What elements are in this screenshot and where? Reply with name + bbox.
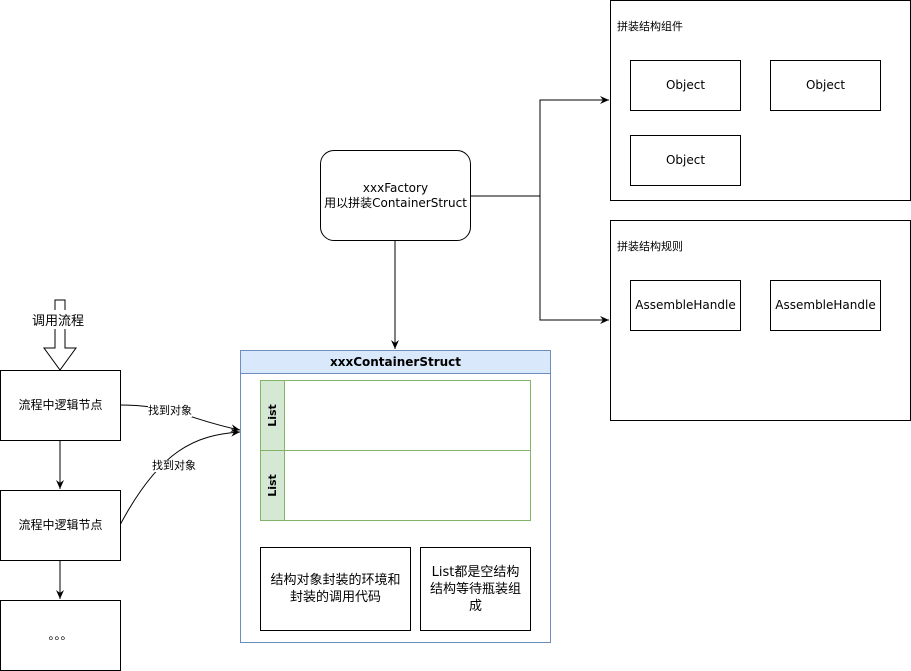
factory-name: xxxFactory [362, 180, 429, 195]
list-row-2-tab: List [261, 451, 285, 520]
environment-note-text: 结构对象封装的环境和封装的调用代码 [270, 573, 401, 605]
assemble-handle-box-1-label: AssembleHandle [635, 298, 736, 312]
edge-factory-components [470, 96, 609, 197]
edge-node2-container [119, 428, 241, 526]
object-box-3-label: Object [665, 153, 706, 167]
flow-node-3-label: 。。。 [48, 628, 73, 642]
assemble-handle-box-2-label: AssembleHandle [775, 298, 876, 312]
empty-list-note-text: List都是空结构结构等待瓶装组成 [429, 564, 521, 614]
object-box-2-label: Object [805, 78, 846, 92]
rules-frame-title: 拼装结构规则 [617, 240, 683, 253]
factory-description: 用以拼装ContainerStruct [324, 195, 467, 210]
edge-label-find-object-2: 找到对象 [152, 459, 196, 472]
edge-factory-rules [539, 196, 609, 324]
assemble-handle-box-1[interactable]: AssembleHandle [630, 280, 741, 331]
object-box-1-label: Object [665, 78, 706, 92]
flow-node-2-label: 流程中逻辑节点 [18, 518, 103, 532]
object-box-3[interactable]: Object [630, 135, 741, 186]
object-box-2[interactable]: Object [770, 60, 881, 111]
edge-label-find-object-1: 找到对象 [148, 404, 192, 417]
components-frame-title: 拼装结构组件 [617, 20, 683, 33]
environment-note-box[interactable]: 结构对象封装的环境和封装的调用代码 [260, 547, 411, 631]
list-row-1-label: List [266, 404, 279, 427]
flow-node-3[interactable]: 。。。 [0, 600, 121, 671]
flow-node-1[interactable]: 流程中逻辑节点 [0, 370, 121, 441]
empty-list-note-box[interactable]: List都是空结构结构等待瓶装组成 [420, 547, 531, 631]
factory-box[interactable]: xxxFactory 用以拼装ContainerStruct [320, 150, 471, 241]
container-struct-header: xxxContainerStruct [241, 351, 550, 374]
container-struct-title: xxxContainerStruct [329, 355, 462, 369]
flow-node-2[interactable]: 流程中逻辑节点 [0, 490, 121, 561]
start-label: 调用流程 [32, 310, 85, 329]
assemble-handle-box-2[interactable]: AssembleHandle [770, 280, 881, 331]
flow-node-1-label: 流程中逻辑节点 [18, 398, 103, 412]
start-hollow-arrow [43, 299, 77, 371]
list-row-1-tab: List [261, 381, 285, 450]
list-row-2-label: List [266, 474, 279, 497]
list-row-2[interactable]: List [260, 450, 531, 521]
list-row-1[interactable]: List [260, 380, 531, 451]
object-box-1[interactable]: Object [630, 60, 741, 111]
